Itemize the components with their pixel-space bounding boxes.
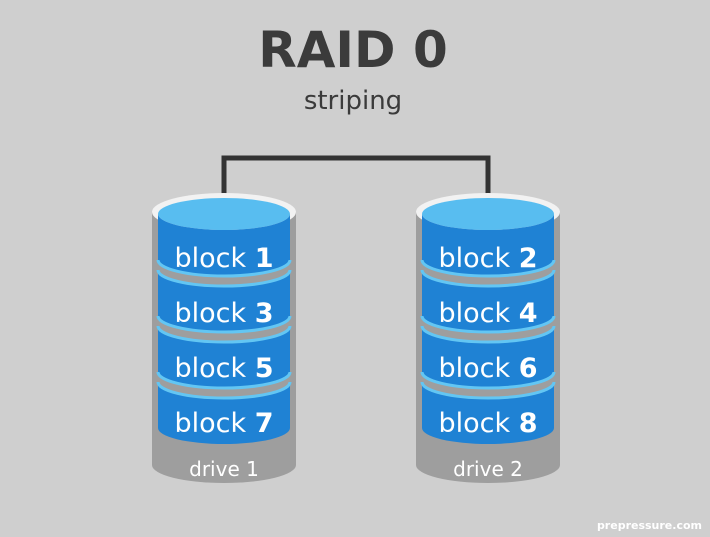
block-word: block: [438, 243, 510, 274]
block-number: 6: [519, 353, 538, 384]
block-word: block: [174, 408, 246, 439]
drive-label: drive 2: [453, 457, 523, 481]
block-word: block: [438, 353, 510, 384]
svg-text:block 3: block 3: [174, 298, 273, 329]
svg-text:block 4: block 4: [438, 298, 537, 329]
block-band: block 6: [420, 325, 556, 390]
block-word: block: [174, 298, 246, 329]
block-number: 3: [255, 298, 274, 329]
watermark: prepressure.com: [597, 519, 702, 532]
svg-text:block 2: block 2: [438, 243, 537, 274]
block-band: block 7: [156, 381, 292, 444]
platter-top: [422, 198, 554, 230]
block-band: block 3: [156, 269, 292, 334]
drive-2: block 8 block 6 block 4: [416, 193, 560, 483]
block-band: block 4: [420, 269, 556, 334]
block-number: 2: [519, 243, 538, 274]
block-band: block 8: [420, 381, 556, 444]
drive-1: block 7 block 5 block 3: [152, 193, 296, 483]
svg-text:block 8: block 8: [438, 408, 537, 439]
platter-top: [158, 198, 290, 230]
block-band: block 5: [156, 325, 292, 390]
block-number: 8: [519, 408, 538, 439]
svg-text:block 5: block 5: [174, 353, 273, 384]
svg-text:block 7: block 7: [174, 408, 273, 439]
block-number: 5: [255, 353, 274, 384]
block-word: block: [438, 298, 510, 329]
svg-text:block 1: block 1: [174, 243, 273, 274]
block-number: 1: [255, 243, 274, 274]
block-word: block: [174, 353, 246, 384]
block-number: 7: [255, 408, 274, 439]
block-band: block 1: [156, 214, 292, 278]
diagram-subtitle: striping: [304, 86, 402, 116]
block-word: block: [438, 408, 510, 439]
block-band: block 2: [420, 214, 556, 278]
block-number: 4: [519, 298, 538, 329]
svg-text:block 6: block 6: [438, 353, 537, 384]
drive-label: drive 1: [189, 457, 259, 481]
diagram-title: RAID 0: [258, 21, 448, 79]
raid-connector: [221, 155, 491, 218]
block-word: block: [174, 243, 246, 274]
